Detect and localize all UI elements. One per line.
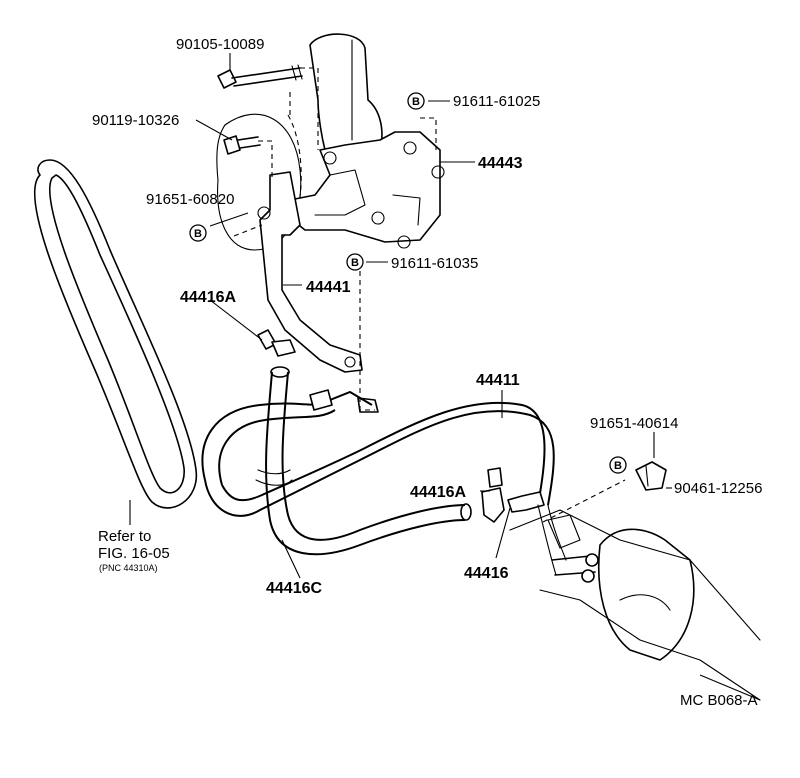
arm-44441 (257, 171, 363, 373)
part-labels: 90105-10089 90119-10326 91611-61025 4444… (92, 36, 762, 709)
clamp-90461-12256 (635, 461, 667, 491)
label-90105-10089: 90105-10089 (176, 36, 264, 53)
symbol-b-91651-60820: B (189, 224, 207, 242)
label-44443: 44443 (478, 155, 523, 172)
label-90461-12256: 90461-12256 (674, 480, 762, 497)
symbol-b-91611-61035: B (346, 253, 364, 271)
bracket-44443 (289, 131, 445, 249)
hose-fitting (309, 389, 379, 413)
label-44441: 44441 (306, 279, 351, 296)
bolt-90119-10326 (223, 135, 261, 155)
steering-gear (509, 504, 761, 701)
bolt-44416A-upper (257, 329, 296, 357)
ref-line-3: (PNC 44310A) (99, 563, 158, 573)
label-44411: 44411 (476, 372, 520, 389)
label-44416: 44416 (464, 565, 509, 582)
pump-reservoir (309, 33, 383, 151)
svg-text:B: B (412, 96, 420, 108)
bolt-90105-10089 (217, 64, 303, 89)
label-44416A-upper: 44416A (180, 289, 236, 306)
assembly-lines (233, 67, 626, 523)
label-44416A-lower: 44416A (410, 484, 466, 501)
diagram-code: MC B068-A (680, 692, 758, 709)
symbol-b-91651-40614: B (609, 456, 627, 474)
leader-lines (129, 53, 761, 701)
svg-text:B: B (194, 228, 202, 240)
clamp-44416A-lower (481, 467, 505, 523)
svg-text:B: B (351, 257, 359, 269)
label-91651-60820: 91651-60820 (146, 191, 234, 208)
union-44416 (507, 491, 545, 513)
label-91651-40614: 91651-40614 (590, 415, 678, 432)
label-91611-61025: 91611-61025 (453, 93, 540, 110)
symbol-b-91611-61025: B (407, 92, 425, 110)
label-91611-61035: 91611-61035 (391, 255, 478, 272)
drive-belt (33, 159, 198, 509)
label-44416C: 44416C (266, 580, 322, 597)
ref-line-1: Refer to (98, 528, 151, 545)
return-hose-44416C (255, 366, 472, 556)
label-90119-10326: 90119-10326 (92, 112, 179, 129)
ref-line-2: FIG. 16-05 (98, 545, 170, 562)
svg-text:B: B (614, 460, 622, 472)
